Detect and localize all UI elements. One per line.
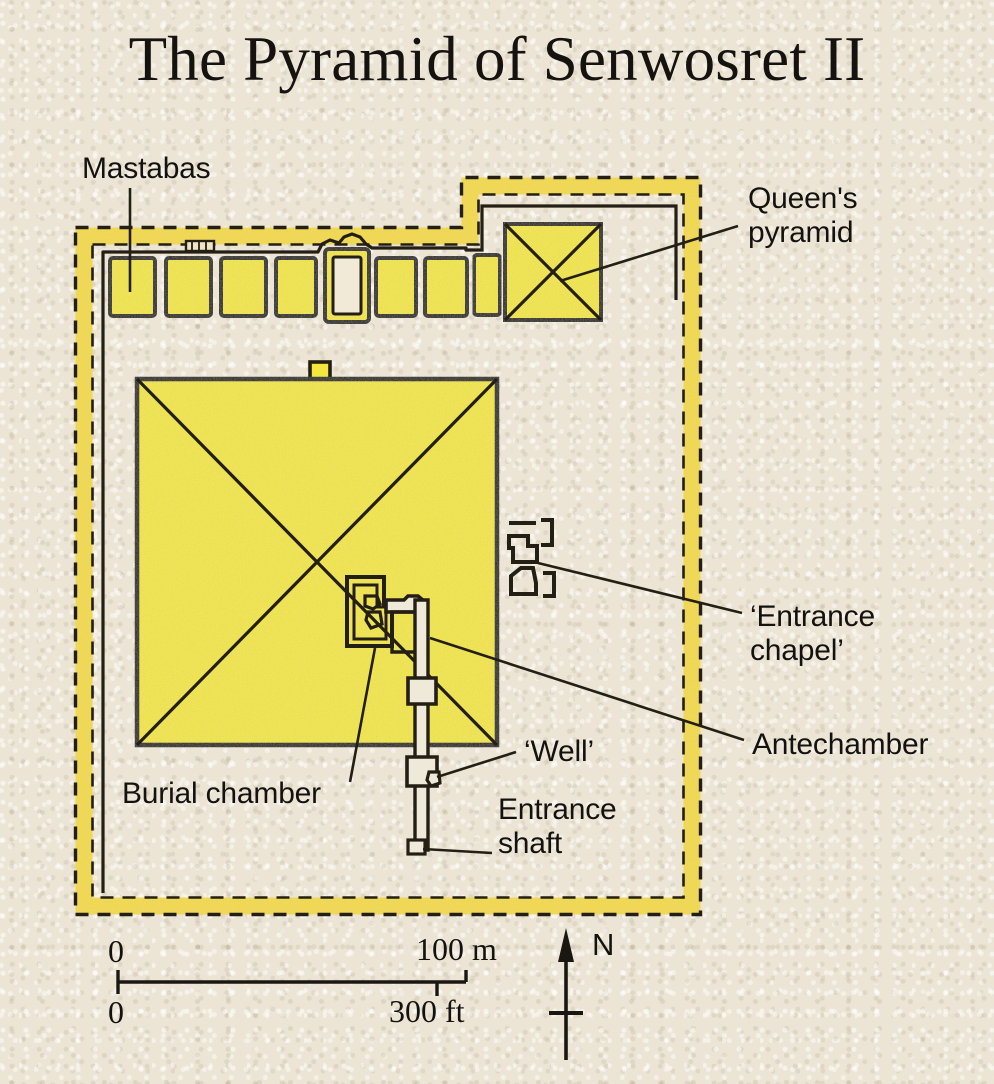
label-mastabas: Mastabas <box>82 152 211 185</box>
north-gate-hatch <box>184 239 216 253</box>
well-node <box>405 755 442 788</box>
scale-imperial-end: 300 ft <box>389 993 465 1029</box>
leader-entrance-shaft <box>422 847 493 855</box>
main-pyramid <box>134 360 500 748</box>
queens-pyramid <box>503 222 603 322</box>
shaft-node-upper <box>406 676 438 706</box>
mastaba <box>164 256 213 318</box>
inner-court-wall <box>101 204 678 893</box>
scale-metric-start: 0 <box>108 933 124 969</box>
leader-queens <box>559 224 739 283</box>
enclosure-wall <box>73 175 703 917</box>
leader-entrance-chapel <box>537 561 743 615</box>
label-well: ‘Well’ <box>524 735 594 768</box>
mastaba <box>423 256 469 318</box>
label-queens-pyramid: Queen's pyramid <box>748 182 858 249</box>
mastaba <box>108 256 157 318</box>
leader-well <box>436 750 517 779</box>
leader-lines <box>128 188 745 855</box>
scale-metric-end: 100 m <box>416 931 497 967</box>
mastaba-row <box>108 247 502 324</box>
label-entrance-chapel: ‘Entrance chapel’ <box>750 600 875 667</box>
scale-bar <box>116 970 468 996</box>
mastaba-hollow <box>323 247 371 324</box>
label-entrance-shaft: Entrance shaft <box>498 793 617 860</box>
label-antechamber: Antechamber <box>752 728 929 761</box>
entrance-shaft <box>405 598 442 856</box>
scale-imperial-start: 0 <box>108 994 124 1030</box>
mastaba <box>472 253 502 317</box>
north-label: N <box>592 927 615 962</box>
page-title: The Pyramid of Senwosret II <box>128 24 866 94</box>
leader-antechamber <box>429 636 745 742</box>
mastaba <box>374 256 418 318</box>
mastaba <box>274 256 318 318</box>
north-arrow <box>549 928 583 1060</box>
label-burial-chamber: Burial chamber <box>122 777 321 810</box>
leader-burial-chamber <box>348 647 377 783</box>
entrance-chapel-structures <box>507 518 556 598</box>
shaft-mouth <box>406 838 427 856</box>
mastaba <box>219 256 268 318</box>
